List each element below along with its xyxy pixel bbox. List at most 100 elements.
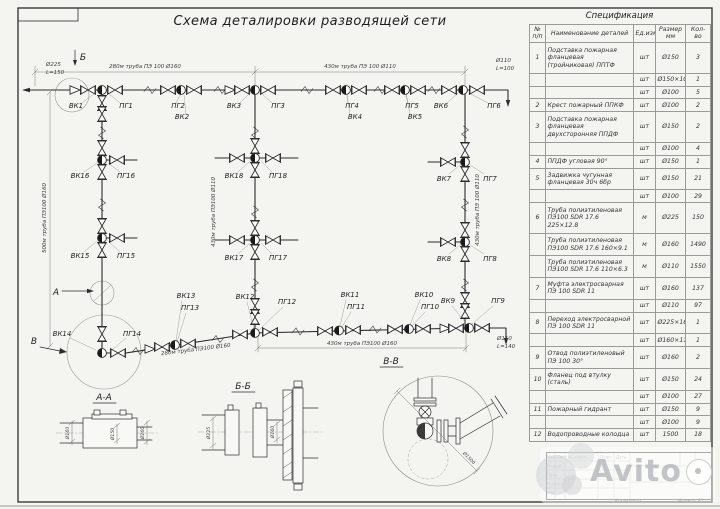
spec-cell-name [545,189,634,204]
spec-row: 10 Фланец под втулку (сталь) шт Ø150 24 [529,368,711,391]
gate-valve-icon [474,322,490,333]
spec-cell-size: Ø110 [655,255,686,278]
spec-cell-name [545,389,634,404]
spec-cell-name: Труба полиэтиленовая ПЭ100 SDR 17.6 110×… [545,255,634,278]
spec-cell-qty: 1 [685,154,711,169]
hydrant-label: ПГ3 [271,102,285,110]
spec-cell-size: Ø100 [655,415,686,430]
gate-valve-icon [251,245,260,260]
spec-cell-num [529,255,546,278]
sheet-frame [17,7,713,503]
spec-cell-qty: 1 [685,72,711,87]
spec-cell-name: Водопроводные колодца [545,428,634,442]
footer-format-label: Формат А1 [678,499,704,504]
gate-valve-icon [98,107,107,122]
spec-row: 4 ППДФ угловая 90° шт Ø150 1 [529,154,711,169]
spec-cell-unit: шт [633,276,656,300]
spec-cell-unit: шт [633,85,656,100]
spec-cell-name: Пожарный гидрант [545,402,634,417]
marker-v-label: В [31,337,37,347]
reducer-icon [144,344,156,354]
pipe-span-label: 430м труба ПЭ 100 Ø110 [474,174,481,246]
gate-valve-icon [345,325,361,335]
gate-valve-icon [262,327,278,337]
spec-cell-num [529,415,546,430]
hydrant-label: ПГ9 [491,297,505,305]
spec-row: 9 Отвод полиэтиленовый ПЭ 100 30° шт Ø16… [529,346,711,370]
gate-valve-icon [98,165,107,180]
well-label: ВК18 [225,172,244,180]
hydrant-icon [176,85,186,95]
gate-valve-icon [186,85,202,95]
watermark-dot-icon [695,468,701,474]
spec-cell-unit: шт [633,154,656,169]
watermark-circle-icon [562,475,582,495]
gate-valve-icon [98,243,107,258]
hydrant-label: ПГ12 [278,298,297,306]
spec-cell-name: Задвижка чугунная фланцевая 30ч 6бр [545,167,634,191]
hydrant-icon [460,237,470,247]
spec-cell-qty: 97 [685,298,711,313]
section-marker-letters: Б А В [31,53,86,347]
hydrant-icon [250,328,260,338]
spec-row: Труба полиэтиленовая ПЭ100 SDR 17.6 110×… [529,255,711,278]
corner-stamp-box [17,7,79,22]
hydrant-label: ПГ14 [123,330,141,338]
spec-cell-name: Фланец под втулку (сталь) [545,368,634,391]
spec-cell-unit: шт [633,189,656,204]
gate-valve-icon [109,155,125,165]
spec-cell-size: 1500 [655,428,686,442]
spec-header-row: № п/п Наименование деталей Ед.изм Размер… [529,24,711,43]
marker-b-label: Б [80,53,86,63]
hydrant-icon [334,325,344,336]
spec-cell-num [529,298,546,313]
spec-cell-num: 2 [529,98,546,113]
spec-row: шт Ø110 97 [529,298,711,313]
spec-cell-size: Ø150 [655,154,686,169]
reducer-icon [69,85,81,95]
gate-valve-icon [441,85,457,95]
gate-valve-icon [317,326,333,336]
section-markers [39,49,94,354]
gate-valve-icon [440,237,456,247]
gate-valve-icon [98,219,107,234]
spec-row: 6 Труба полиэтиленовая ПЭ100 SDR 17.6 22… [529,202,711,235]
hydrant-icon [250,153,260,163]
spec-cell-qty: 1 [685,333,711,348]
spec-cell-name: Отвод полиэтиленовый ПЭ 100 30° [545,346,634,370]
well-label: ВК2 [175,113,190,121]
aa-dim-label: Ø150 [109,428,116,441]
pipe-span-label: 500м труба ПЭ100 Ø160 [41,183,48,253]
spec-cell-qty: 1550 [685,255,711,278]
gate-valve-icon [260,85,276,95]
well-label: ВК12 [236,293,255,301]
spec-cell-unit: м [633,255,656,278]
spec-cell-name [545,298,634,313]
spec-cell-name: Крест пожарный ППКФ [545,98,634,113]
hydrant-label: ПГ18 [269,172,288,180]
reducer-icon [224,85,236,95]
spec-cell-num: 8 [529,311,546,335]
well-label: ВК5 [408,113,423,121]
hydrant-label: ПГ16 [117,172,136,180]
spec-cell-name: Труба полиэтиленовая ПЭ100 SDR 17.6 160×… [545,233,634,257]
spec-cell-size: Ø110 [655,298,686,313]
spec-cell-size: Ø100 [655,98,686,113]
spec-cell-size: Ø160 [655,276,686,300]
hydrant-icon [97,233,107,243]
hydrant-label: ПГ5 [405,102,419,110]
spec-cell-unit: шт [633,72,656,87]
spec-row: 7 Муфта электросварная ПЭ 100 SDR 11 шт … [529,276,711,300]
spec-cell-unit: шт [633,311,656,335]
hydrant-icon [250,85,260,95]
gate-valve-icon [265,235,281,245]
gate-valve-icon [415,323,431,334]
gate-valve-icon [265,153,281,163]
leader-lines [69,92,494,351]
spec-title: Спецификация [585,11,654,21]
page-title: Схема деталировки разводящей сети [173,14,447,29]
spec-cell-size: Ø160×110 [655,333,686,348]
spec-cell-qty: 150 [685,202,711,235]
hydrant-label: ПГ7 [483,175,497,183]
